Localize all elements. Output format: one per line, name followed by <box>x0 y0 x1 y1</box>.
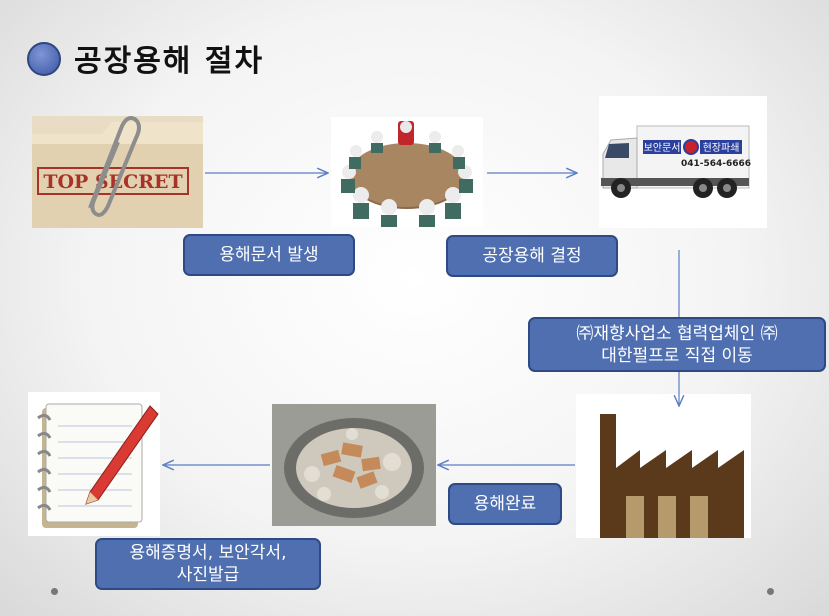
notepad-pen-icon <box>28 392 160 536</box>
issue-label: 용해문서 발생 <box>183 234 355 276</box>
certificate-label-line2: 사진발급 <box>176 565 240 585</box>
certificate-label: 용해증명서, 보안각서, 사진발급 <box>95 538 321 590</box>
page-title: 공장용해 절차 <box>74 44 265 79</box>
truck-sign-left: 보안문서 <box>644 142 681 154</box>
certificate-label-line1: 용해증명서, 보안각서, <box>129 543 287 563</box>
corner-dot-left <box>51 588 58 595</box>
transport-label: ㈜재향사업소 협력업체인 ㈜ 대한펄프로 직접 이동 <box>528 317 826 372</box>
truck-icon: 보안문서 현장파쇄 041-564-6666 <box>599 96 767 228</box>
meeting-table-icon <box>331 117 483 227</box>
corner-dot-right <box>767 588 774 595</box>
top-secret-text: TOP SECRET <box>43 171 182 193</box>
transport-label-line2: 대한펄프로 직접 이동 <box>601 345 753 366</box>
transport-label-line1: ㈜재향사업소 협력업체인 ㈜ <box>576 323 778 344</box>
factory-icon <box>576 394 751 538</box>
title-bullet-icon <box>27 42 61 76</box>
truck-sign-right: 현장파쇄 <box>703 142 740 154</box>
top-secret-folder-icon: TOP SECRET <box>32 116 203 228</box>
incinerator-icon <box>272 404 436 526</box>
complete-label: 용해완료 <box>448 483 562 525</box>
truck-phone: 041-564-6666 <box>681 159 751 169</box>
decision-label: 공장용해 결정 <box>446 235 618 277</box>
